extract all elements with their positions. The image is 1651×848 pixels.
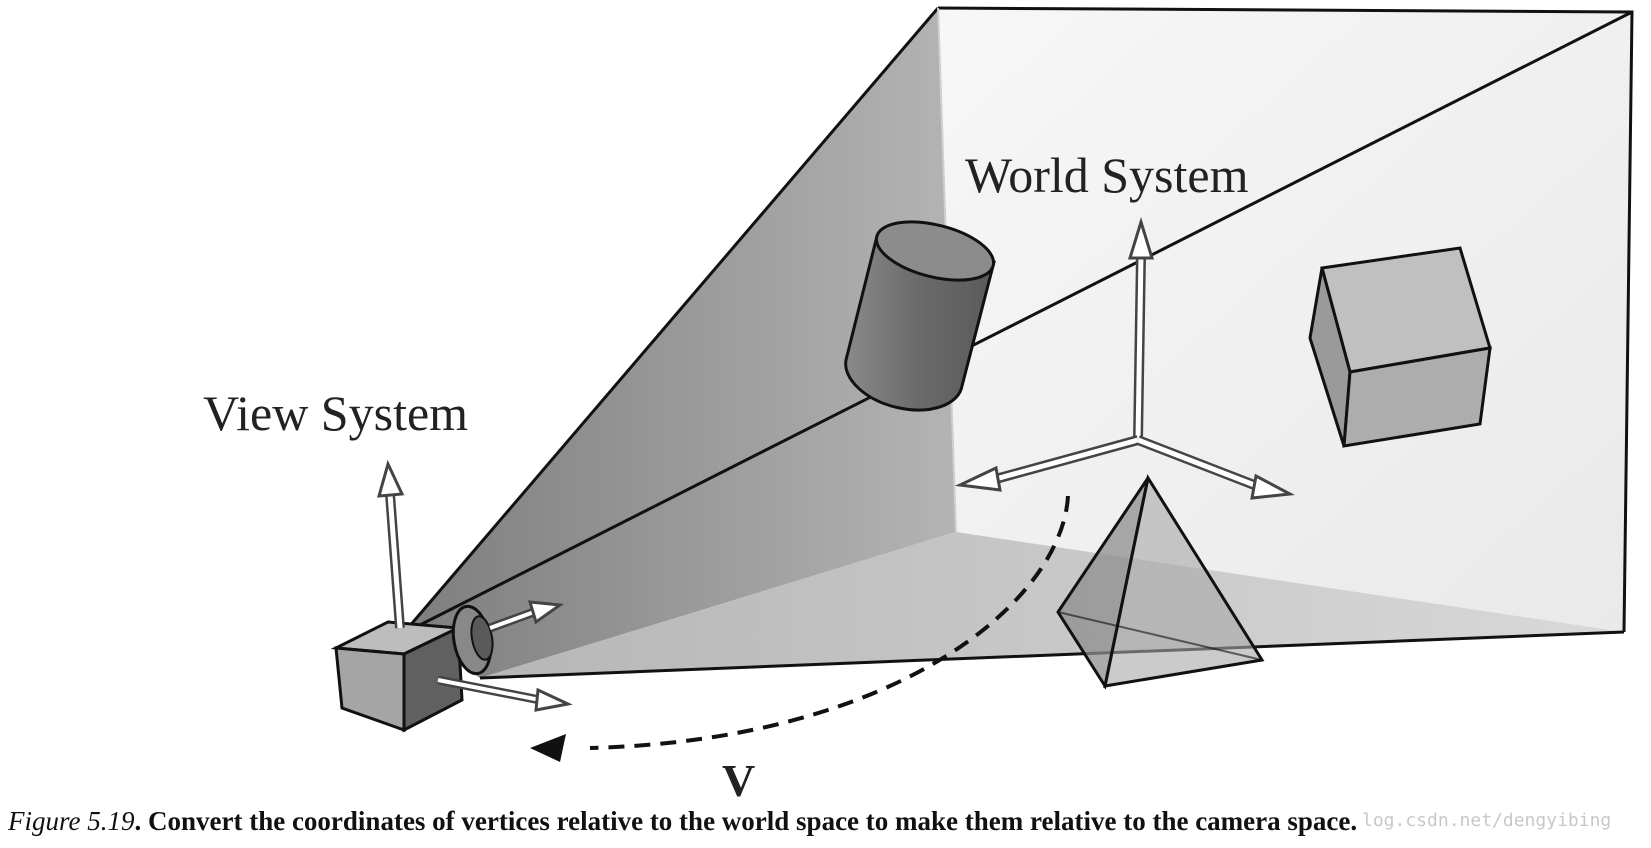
frustum-edge-top — [406, 7, 940, 629]
cylinder-top — [874, 220, 996, 282]
figure-caption: Figure 5.19. Convert the coordinates of … — [8, 808, 1357, 835]
cube-front-face — [1342, 346, 1492, 448]
cube-object — [1308, 246, 1492, 448]
world-axis-right-arrowhead — [1250, 473, 1296, 500]
cylinder-body — [844, 238, 996, 412]
left-wall — [408, 8, 956, 678]
view-axis-up-arrowhead — [376, 459, 405, 498]
frustum-edge-bottom — [479, 630, 1625, 680]
transform-v-label: V — [722, 755, 756, 806]
figure-number: Figure 5.19 — [8, 806, 135, 836]
view-axis-forward-arrowhead — [527, 600, 565, 625]
transform-arc-arrowhead — [530, 734, 566, 762]
pyramid-base-edge — [1057, 611, 1263, 661]
watermark: log.csdn.net/dengyibing — [1362, 810, 1612, 831]
caption-text: . Convert the coordinates of vertices re… — [134, 806, 1358, 836]
camera-side-face — [402, 625, 464, 733]
view-system-label: View System — [203, 385, 469, 441]
view-axis-right-arrowhead — [534, 687, 573, 712]
back-wall-border — [937, 6, 1634, 633]
view-system-axes — [376, 459, 573, 712]
pyramid-right-face — [1103, 474, 1265, 688]
transform-arc-path — [589, 495, 1070, 750]
transform-arc-v — [530, 495, 1070, 762]
frustum-edge-diagonal — [409, 10, 1633, 632]
world-axis-left-arrowhead — [954, 465, 1002, 492]
world-system-label: World System — [965, 147, 1249, 203]
view-frustum — [406, 6, 1634, 680]
world-system-axes — [954, 216, 1296, 500]
camera-front-face — [334, 646, 406, 733]
back-wall — [938, 8, 1632, 632]
cylinder-object — [844, 220, 996, 412]
floor — [480, 532, 1624, 678]
camera-object — [330, 604, 494, 733]
world-axis-up-arrowhead — [1127, 216, 1155, 260]
pyramid-object — [1056, 474, 1265, 690]
